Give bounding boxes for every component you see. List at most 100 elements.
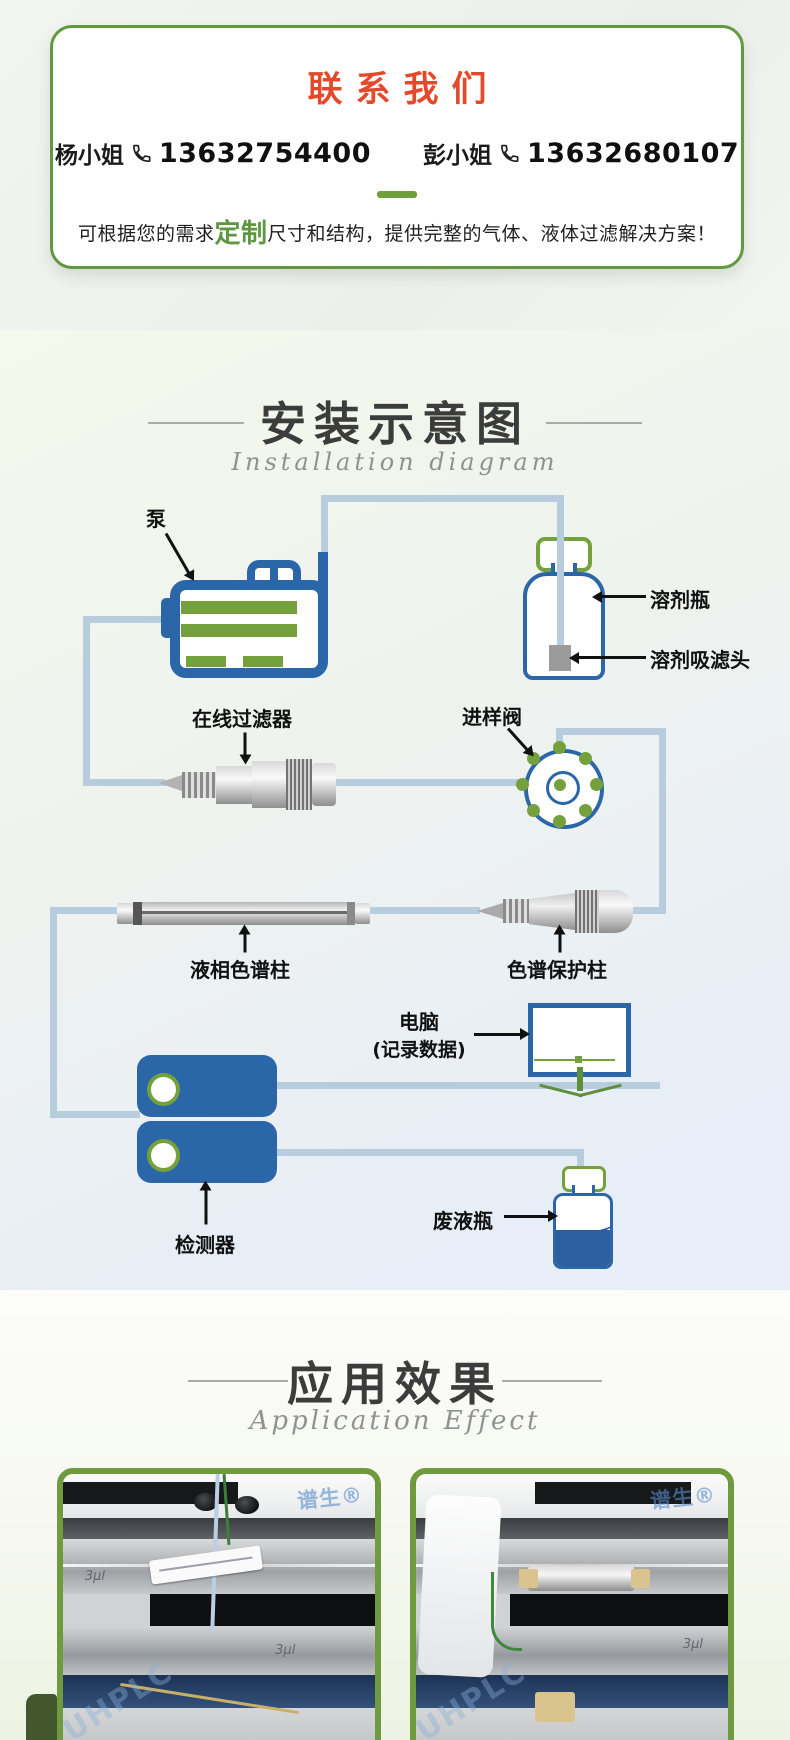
label-pump: 泵 (146, 507, 166, 531)
valve-port-dot (527, 804, 540, 817)
label-guard-column: 色谱保护柱 (507, 958, 607, 982)
valve-port-dot (516, 778, 529, 791)
detector-cell (147, 1139, 180, 1172)
solvent-filter-head (549, 645, 571, 671)
inline-filter-knurl (286, 759, 312, 810)
pipe-segment (368, 907, 480, 914)
arrow-detector (204, 1188, 208, 1225)
contact-item: 彭小姐 13632680107 (423, 136, 739, 170)
installation-subtitle: Installation diagram (231, 448, 559, 476)
instrument-top-slot (534, 1482, 691, 1504)
peek-nut (518, 1569, 538, 1589)
label-inline-filter: 在线过滤器 (192, 707, 292, 731)
application-title: 应用效果 (287, 1357, 503, 1411)
contact-phone: 13632754400 (158, 137, 371, 169)
hplc-column-ring (133, 902, 142, 925)
inline-filter-thread (182, 772, 216, 798)
solvent-bottle-neck (551, 563, 577, 574)
pipe-segment (50, 907, 57, 1118)
arrow-hplc-column (243, 932, 247, 953)
clamp-knob (194, 1493, 219, 1512)
solvent-suction-tube (557, 495, 564, 650)
hplc-column-cap-right (355, 903, 370, 924)
guard-column-thread (503, 899, 529, 923)
application-subtitle: Application Effect (249, 1406, 541, 1436)
guard-column-tip (477, 903, 503, 919)
clamp-knob (234, 1495, 259, 1514)
label-hplc-column: 液相色谱柱 (190, 958, 290, 982)
arrow-computer (474, 1028, 530, 1040)
contact-note: 可根据您的需求定制尺寸和结构，提供完整的气体、液体过滤解决方案！ (53, 213, 741, 250)
monitor-base-line (534, 1059, 615, 1061)
arrow-solvent-filter (577, 656, 646, 659)
contact-name: 杨小姐 (54, 143, 124, 169)
hplc-column-cap-left (117, 903, 133, 924)
note-prefix: 可根据您的需求 (77, 223, 215, 245)
tubing-green (490, 1571, 522, 1652)
tray-marking: 3μl (682, 1637, 704, 1653)
valve-port-dot (553, 741, 566, 754)
monitor-stand (577, 1067, 583, 1091)
valve-port-dot (553, 815, 566, 828)
arrow-inline-filter (243, 732, 247, 757)
pump-foot (186, 656, 226, 667)
pump-stripe (181, 624, 297, 637)
installation-title: 安装示意图 (260, 397, 530, 451)
label-injection-valve: 进样阀 (462, 705, 522, 729)
instrument-navy-band (63, 1675, 375, 1708)
waste-liquid (556, 1230, 610, 1266)
title-line-left (148, 422, 244, 424)
guard-column-photo (528, 1566, 635, 1591)
contact-name: 彭小姐 (423, 143, 492, 169)
note-suffix: 尺寸和结构，提供完整的气体、液体过滤解决方案！ (267, 223, 717, 245)
arrow-solvent-bottle (600, 595, 646, 598)
peek-fitting (534, 1691, 576, 1722)
arrow-guard-column (558, 932, 562, 953)
pump-stripe (181, 601, 297, 614)
label-computer-line1: 电脑 (399, 1010, 439, 1034)
detector-cell (147, 1073, 180, 1106)
phone-icon (499, 143, 520, 164)
instrument-tray (63, 1626, 375, 1676)
label-solvent-bottle: 溶剂瓶 (650, 588, 710, 612)
label-computer-line2: (记录数据) (372, 1039, 466, 1061)
capillary-line (416, 1563, 728, 1567)
pipe-segment (318, 779, 528, 786)
instrument-side-panel (417, 1493, 502, 1678)
inline-filter-tip (158, 775, 182, 791)
pipe-segment (659, 728, 666, 914)
inline-filter-body (252, 761, 286, 808)
tray-marking: 3μl (84, 1569, 105, 1585)
pipe-segment (556, 728, 666, 735)
guard-column-cap (599, 890, 633, 933)
installation-section: 安装示意图 Installation diagram (0, 330, 790, 1290)
pipe-segment (321, 498, 328, 556)
title-line-left (188, 1380, 288, 1382)
label-waste-bottle: 废液瓶 (433, 1209, 493, 1233)
label-solvent-filter: 溶剂吸滤头 (650, 648, 750, 672)
inline-filter-nut (312, 763, 336, 806)
valve-port-dot (579, 752, 592, 765)
pipe-segment (86, 616, 172, 623)
instrument-dark-gap (150, 1593, 375, 1627)
pump-handle (270, 562, 278, 580)
pipe-segment (83, 616, 90, 786)
pipe-segment (321, 495, 564, 502)
contact-phone: 13632680107 (527, 137, 740, 169)
peek-nut (631, 1569, 650, 1589)
contact-row: 杨小姐 13632754400 彭小姐 13632680107 (53, 136, 741, 170)
pump-foot (243, 656, 283, 667)
arrow-waste-bottle (504, 1210, 558, 1222)
corner-decoration (26, 1694, 57, 1740)
note-highlight: 定制 (214, 219, 268, 249)
guard-column-cone (529, 893, 575, 930)
application-photo-left: 3μl 3μl 谱生® UHPLC (57, 1468, 381, 1740)
pipe-segment (83, 779, 165, 786)
contact-title: 联系我们 (307, 70, 500, 110)
pipe-segment (50, 907, 120, 914)
contact-card: 联系我们 杨小姐 13632754400 彭小姐 13632680107 可根据… (50, 25, 744, 269)
application-photo-right: 3μl 谱生® UHPLC (410, 1468, 734, 1740)
hplc-column-ring (347, 902, 355, 925)
pipe-segment (53, 1111, 140, 1118)
hplc-column-seam (142, 911, 347, 914)
